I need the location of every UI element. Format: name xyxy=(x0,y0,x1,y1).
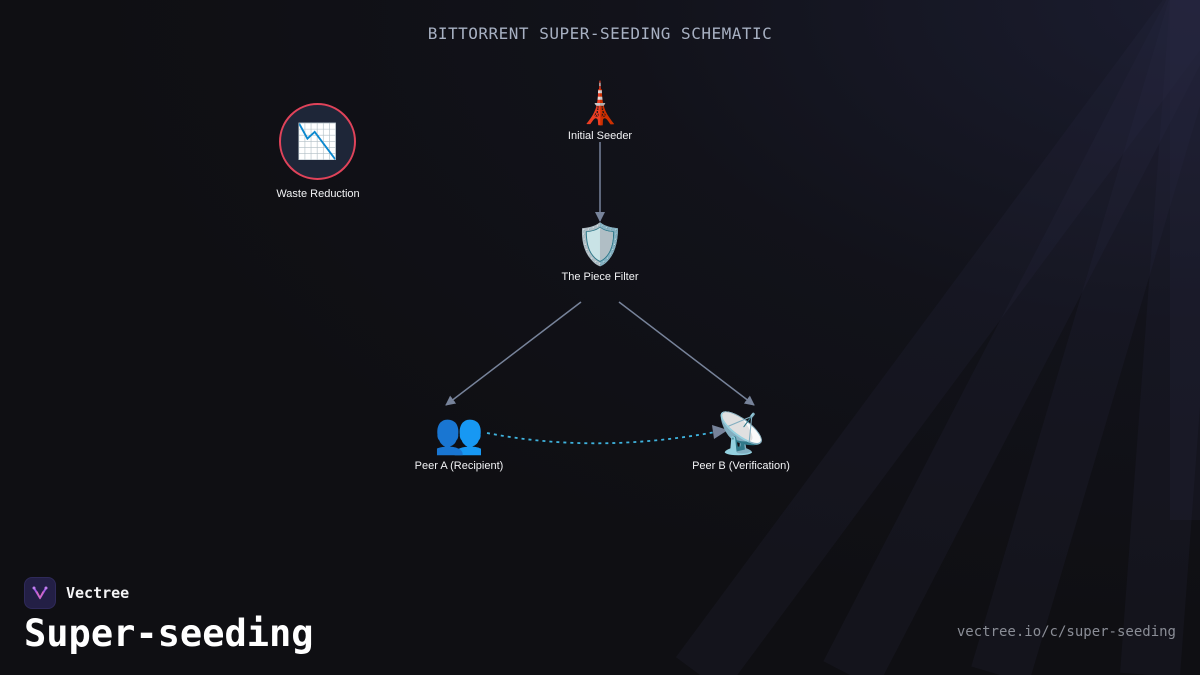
waste-reduction-node[interactable]: 📉 xyxy=(279,103,356,180)
page-url-link[interactable]: vectree.io/c/super-seeding xyxy=(956,624,1176,640)
satellite-dish-icon: 📡 xyxy=(716,412,766,456)
brand-name: Vectree xyxy=(66,584,130,602)
brand[interactable]: Vectree xyxy=(24,577,129,609)
vectree-logo-icon xyxy=(24,577,56,609)
edge-peer-a-to-peer-b xyxy=(486,429,727,445)
initial-seeder-label: Initial Seeder xyxy=(567,130,633,142)
chart-decreasing-icon: 📉 xyxy=(296,122,339,161)
schematic-title: BITTORRENT SUPER-SEEDING SCHEMATIC xyxy=(427,24,773,43)
peer-a-node[interactable]: 👥 Peer A (Recipient) xyxy=(379,410,539,472)
peer-b-label: Peer B (Verification) xyxy=(692,460,790,472)
shield-icon: 🛡️ xyxy=(575,223,625,267)
edge-filter-to-peer-b xyxy=(618,301,755,406)
piece-filter-node[interactable]: 🛡️ The Piece Filter xyxy=(520,221,680,283)
piece-filter-label: The Piece Filter xyxy=(561,271,639,283)
waste-reduction-label: Waste Reduction xyxy=(276,188,360,200)
page-title: Super-seeding xyxy=(24,612,314,655)
peer-b-node[interactable]: 📡 Peer B (Verification) xyxy=(661,410,821,472)
initial-seeder-node[interactable]: 🗼 Initial Seeder xyxy=(520,80,680,142)
edge-filter-to-peer-a xyxy=(445,301,582,406)
edge-peer-a-to-peer-b-arrowhead xyxy=(712,425,728,439)
peer-a-label: Peer A (Recipient) xyxy=(414,460,504,472)
tower-icon: 🗼 xyxy=(575,82,625,126)
people-icon: 👥 xyxy=(434,412,484,456)
